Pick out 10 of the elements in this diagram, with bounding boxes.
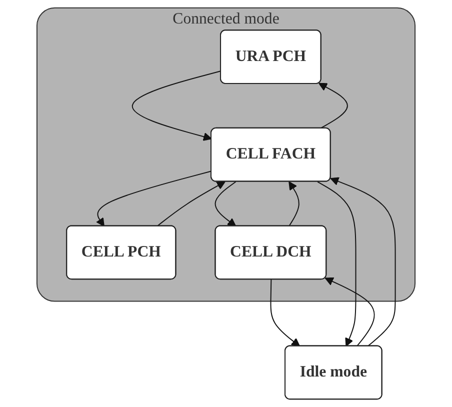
arrow bbox=[214, 181, 236, 227]
arrow bbox=[132, 70, 222, 141]
arrow bbox=[288, 181, 300, 227]
arrow bbox=[324, 277, 375, 347]
arrow bbox=[318, 82, 348, 129]
arrow bbox=[156, 181, 226, 227]
arrow bbox=[330, 177, 396, 347]
arrow bbox=[270, 279, 300, 347]
arrow bbox=[317, 181, 356, 347]
arrow bbox=[96, 170, 212, 227]
